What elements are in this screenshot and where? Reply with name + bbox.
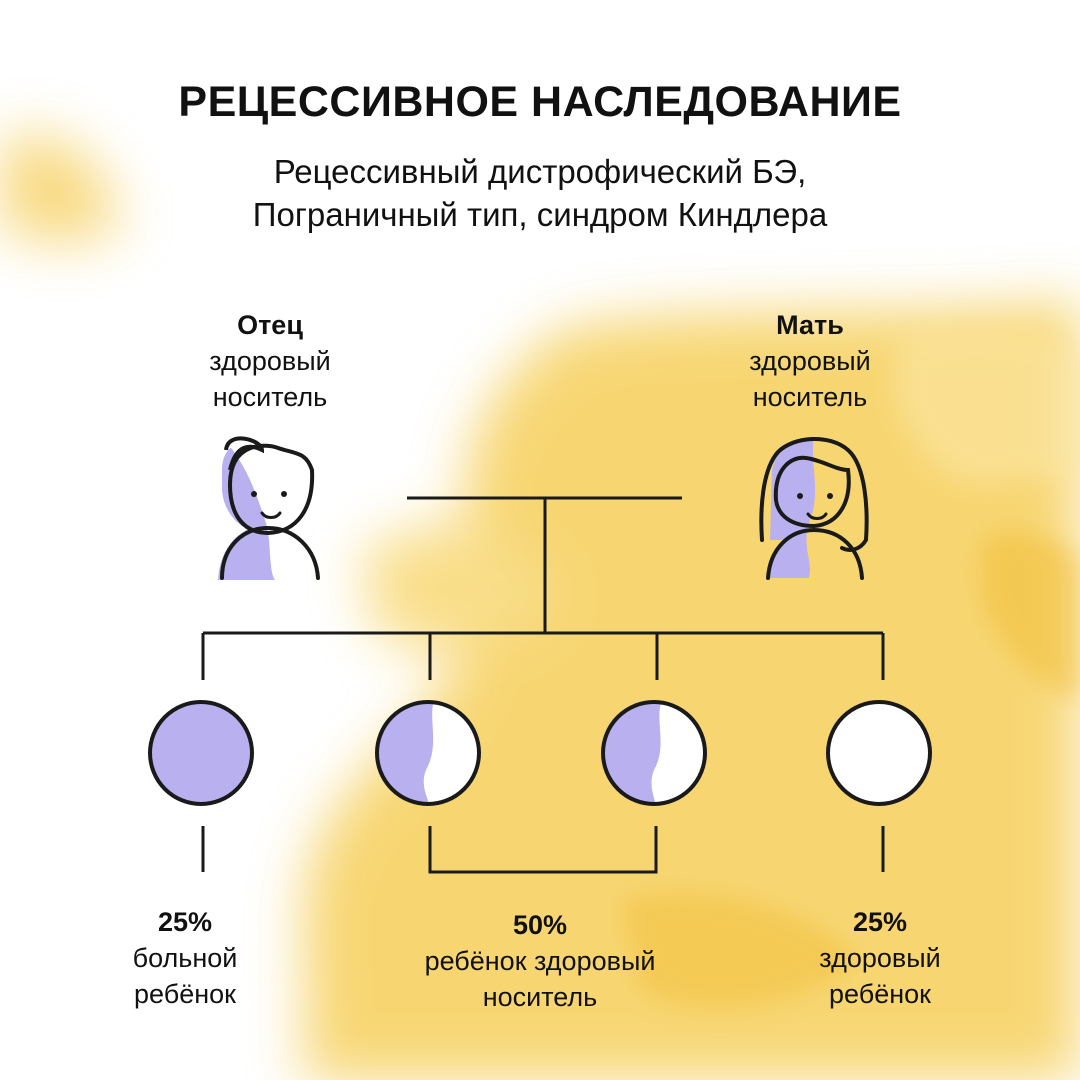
healthy-text-line-2: ребёнок bbox=[829, 979, 931, 1009]
father-status-line-1: здоровый bbox=[209, 346, 331, 376]
father-status-line-2: носитель bbox=[212, 382, 328, 412]
child-carrier-circle-1 bbox=[375, 700, 481, 806]
carrier-outcome-label: 50% ребёнок здоровый носитель bbox=[370, 907, 710, 1015]
page-title: РЕЦЕССИВНОЕ НАСЛЕДОВАНИЕ bbox=[178, 78, 902, 126]
mother-label: Мать здоровый носитель bbox=[710, 307, 910, 415]
carrier-text-line-1: ребёнок здоровый bbox=[424, 946, 656, 976]
child-carrier-circle-2 bbox=[601, 700, 707, 806]
carrier-percent: 50% bbox=[512, 910, 568, 940]
mother-status-line-2: носитель bbox=[752, 382, 868, 412]
subtitle-line-2: Пограничный тип, синдром Киндлера bbox=[252, 196, 828, 233]
mother-status-line-1: здоровый bbox=[749, 346, 871, 376]
carrier-text-line-2: носитель bbox=[482, 982, 598, 1012]
mother-icon bbox=[759, 437, 869, 580]
affected-text-line-1: больной bbox=[132, 943, 238, 973]
father-name: Отец bbox=[237, 310, 303, 340]
affected-percent: 25% bbox=[157, 907, 213, 937]
healthy-outcome-label: 25% здоровый ребёнок bbox=[780, 904, 980, 1012]
pedigree-lines bbox=[201, 496, 885, 874]
affected-outcome-label: 25% больной ребёнок bbox=[90, 904, 280, 1012]
page-subtitle: Рецессивный дистрофический БЭ, Пограничн… bbox=[0, 150, 1080, 236]
affected-text-line-2: ребёнок bbox=[134, 979, 236, 1009]
carrier-bracket bbox=[428, 826, 658, 874]
healthy-percent: 25% bbox=[852, 907, 908, 937]
child-healthy-circle bbox=[826, 700, 932, 806]
healthy-text-line-1: здоровый bbox=[819, 943, 941, 973]
father-label: Отец здоровый носитель bbox=[170, 307, 370, 415]
subtitle-line-1: Рецессивный дистрофический БЭ, bbox=[273, 153, 807, 190]
child-affected-circle bbox=[148, 700, 254, 806]
mother-name: Мать bbox=[776, 310, 844, 340]
father-icon bbox=[218, 436, 320, 580]
